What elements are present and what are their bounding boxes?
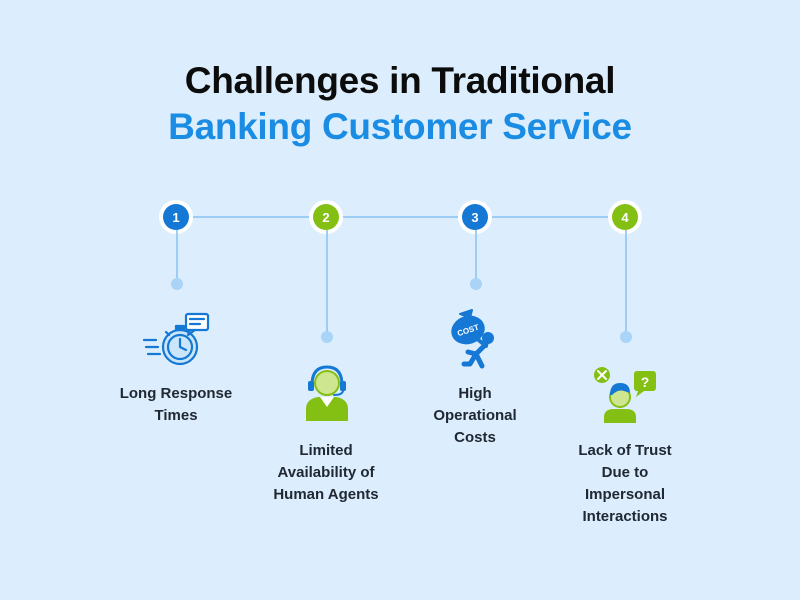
stopwatch-chat-icon [142,312,210,366]
step-label-3: High Operational Costs [433,385,517,446]
step-label-2: Limited Availability of Human Agents [273,442,379,503]
title-line-1: Challenges in Traditional [184,60,616,101]
timeline-line [176,216,626,218]
confused-person-icon: ? [594,367,656,423]
connector-dot-3 [470,278,482,290]
step-badge-2: 2 [313,204,339,230]
connector-4 [625,230,627,334]
connector-3 [475,230,477,282]
connector-2 [326,230,328,334]
step-label-1: Long Response Times [119,385,233,424]
support-agent-icon [306,365,348,421]
step-badge-1: 1 [163,204,189,230]
title-line-2: Banking Customer Service [168,106,632,147]
step-badge-3: 3 [462,204,488,230]
connector-1 [176,230,178,282]
connector-dot-4 [620,331,632,343]
step-badge-4: 4 [612,204,638,230]
connector-dot-1 [171,278,183,290]
step-label-4: Lack of Trust Due to Impersonal Interact… [578,442,672,525]
cost-burden-icon: COST [451,309,494,369]
connector-dot-2 [321,331,333,343]
svg-text:?: ? [641,374,650,390]
